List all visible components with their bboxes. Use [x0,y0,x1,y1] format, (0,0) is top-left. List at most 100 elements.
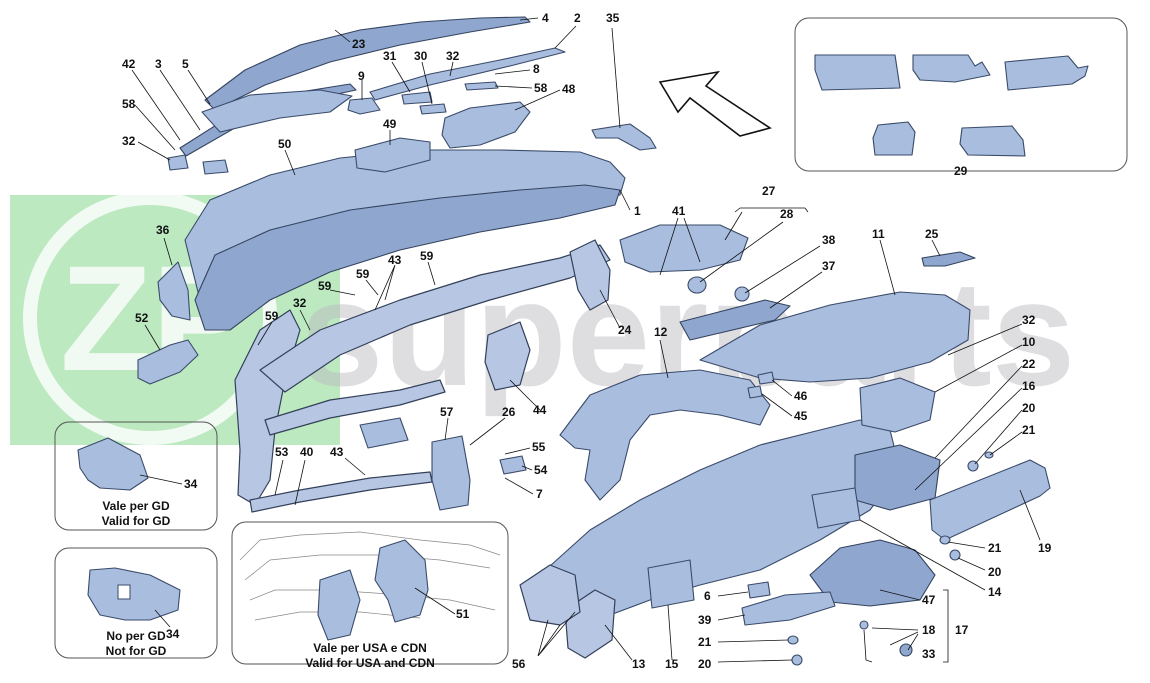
label-58-right: 58 [534,81,548,95]
lead-28 [699,221,784,283]
lead-2 [554,25,577,49]
caption-gd-it: Vale per GD [102,499,170,513]
label-42: 42 [122,57,136,71]
part-24-bracket [569,239,611,311]
lead-15 [667,604,673,661]
lead-26 [469,417,506,446]
part-34-no-gd-hole [117,584,131,600]
lead-5 [187,69,211,105]
part-1-dash-panel [194,184,621,331]
watermark-logo-ring [23,191,277,445]
lead-18b [889,631,919,646]
part-49 [354,137,431,173]
label-20-bottom: 20 [698,657,712,671]
part-36 [157,261,191,321]
label-35: 35 [606,11,620,25]
label-21-top: 21 [1022,423,1036,437]
lead-13 [604,624,633,661]
part-44-bracket [484,321,531,391]
cross-car-beam [137,239,611,513]
label-19: 19 [1038,541,1052,555]
label-32-top: 32 [446,49,460,63]
part-45-clip [747,385,763,399]
inset-usa-cdn [231,521,509,665]
lead-32d [299,309,311,331]
part-21-washer [787,635,799,645]
label-29: 29 [954,164,968,178]
part-18-sensor [859,620,869,630]
inset-gd [54,421,218,531]
lead-8 [494,69,531,75]
lead-21-right [947,541,986,549]
lead-58a [134,104,176,151]
captions: Vale per GD Valid for GD No per GD Not f… [102,499,435,670]
label-59-right: 59 [420,249,434,263]
label-18: 18 [922,623,936,637]
lead-44 [509,379,541,411]
label-48: 48 [562,82,576,96]
inset-box-no-gd [54,547,218,659]
label-25: 25 [925,227,939,241]
part-54 [499,455,527,475]
label-47: 47 [922,593,936,607]
part-10-tray [854,444,941,511]
label-40: 40 [300,445,314,459]
part-32-bracket [167,154,189,171]
label-15: 15 [665,657,679,671]
label-16: 16 [1022,379,1036,393]
label-56: 56 [512,657,526,671]
lead-38 [744,245,821,294]
part-58-clip [202,159,229,175]
part-57-bracket [431,435,471,511]
part-25-badge [921,251,976,267]
lead-41a [659,217,679,276]
lead-43b [344,457,366,476]
usa-frame-wire-2 [244,554,491,581]
lead-20-top [974,409,1023,465]
label-44: 44 [533,403,547,417]
label-30: 30 [414,49,428,63]
part-52-bracket [137,339,199,385]
lead-1 [619,189,631,211]
lead-11 [879,239,896,296]
upper-trims [167,16,657,331]
label-10: 10 [1022,335,1036,349]
lead-6 [717,591,749,597]
lower-dashboard [519,377,1051,666]
lead-42 [131,69,181,141]
caption-gd-en: Valid for GD [102,514,171,528]
lead-56 [537,611,576,657]
label-17: 17 [955,623,969,637]
lead-41b [683,217,701,263]
sensor-wire [863,629,873,663]
lead-32c [947,323,1023,356]
label-3: 3 [155,57,162,71]
inset-no-gd [54,547,218,659]
label-7: 7 [536,487,543,501]
lead-21-top [989,431,1023,456]
label-57: 57 [440,405,454,419]
label-37: 37 [822,259,836,273]
label-22: 22 [1022,357,1036,371]
label-26: 26 [502,405,516,419]
lead-34a [139,474,183,485]
usa-frame-wire-3 [249,589,496,611]
lead-25 [931,239,941,257]
lead-40 [294,459,306,506]
label-21-bottom: 21 [698,635,712,649]
lead-57 [444,417,449,441]
label-6: 6 [704,589,711,603]
part-34-no-gd [87,567,181,621]
lead-58b [494,85,533,89]
lead-18a [871,627,919,631]
lead-18c [907,633,919,651]
label-28: 28 [780,207,794,221]
label-20-right: 20 [988,565,1002,579]
part-11-glovebox-lid [699,291,971,383]
lead-50 [284,149,296,176]
part-29d [872,121,916,156]
usa-frame-wire-1 [239,531,501,561]
lead-16 [914,387,1023,491]
part-30 [419,103,447,115]
